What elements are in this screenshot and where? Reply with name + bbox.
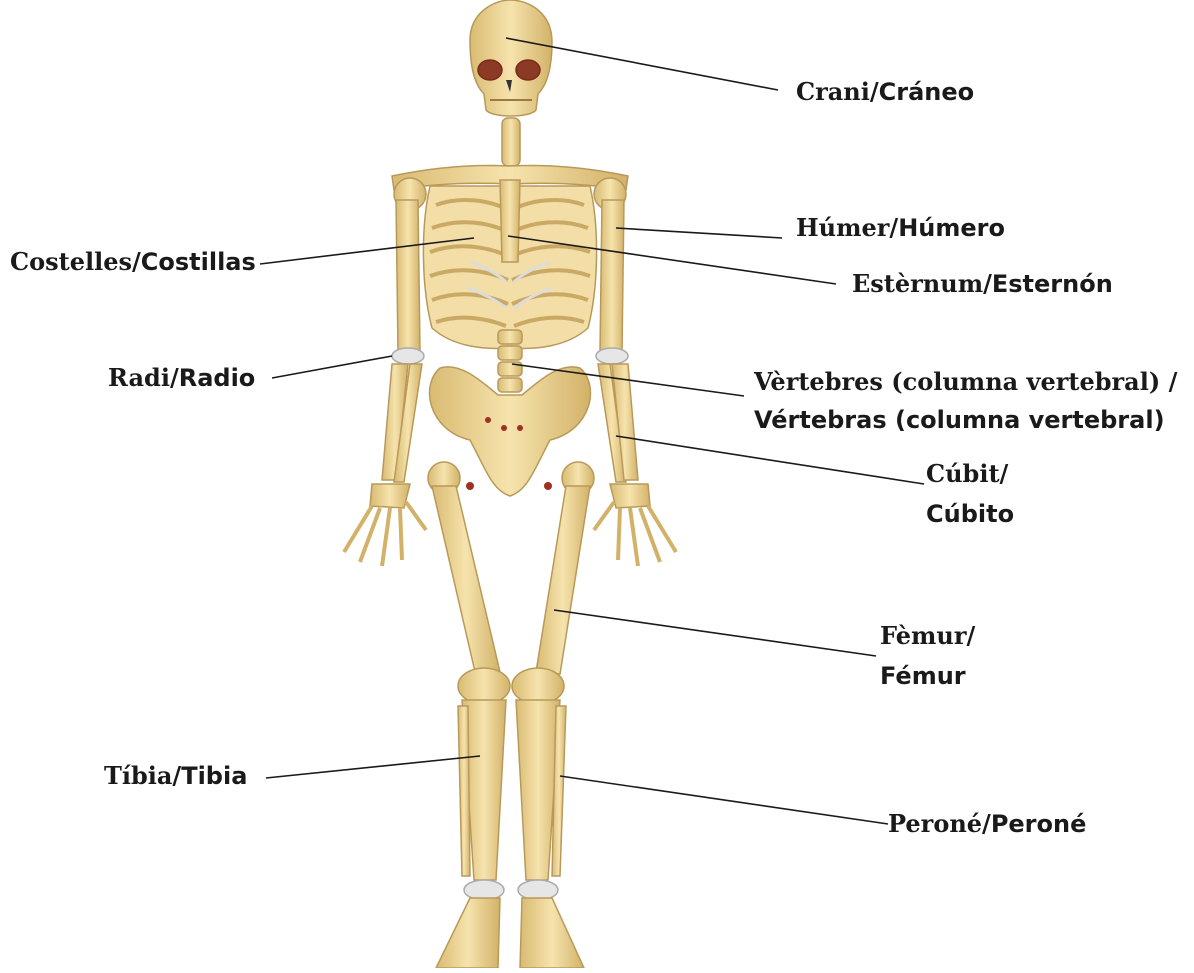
label-humerus-ca: Húmer/: [796, 213, 898, 242]
skull: [470, 0, 552, 116]
right-leg: [512, 462, 594, 968]
leader-tibia: [266, 756, 480, 778]
leader-humerus: [616, 228, 782, 238]
label-sternum-es: Esternón: [992, 270, 1113, 298]
label-humerus: Húmer/Húmero: [796, 216, 1005, 240]
left-arm: [344, 178, 426, 566]
lumbar-spine: [498, 330, 522, 392]
label-skull-es: Cráneo: [879, 78, 975, 106]
right-humerus: [600, 200, 624, 352]
left-fibula: [458, 706, 470, 876]
label-ulna: Cúbit/ Cúbito: [926, 462, 1014, 526]
label-vertebrae-es: Vértebras (columna vertebral): [754, 408, 1177, 432]
leader-ulna: [616, 436, 924, 484]
label-femur-es: Fémur: [880, 664, 975, 688]
label-humerus-es: Húmero: [898, 214, 1005, 242]
skeleton-body: [344, 0, 676, 968]
label-sternum: Estèrnum/Esternón: [852, 272, 1113, 296]
label-ribs-es: Costillas: [141, 248, 256, 276]
label-skull: Crani/Cráneo: [796, 80, 974, 104]
label-tibia-ca: Tíbia/: [104, 761, 181, 790]
right-arm: [594, 178, 676, 566]
label-tibia: Tíbia/Tibia: [104, 764, 247, 788]
right-femur: [536, 486, 590, 674]
label-fibula-ca: Peroné/: [888, 809, 991, 838]
label-femur: Fèmur/ Fémur: [880, 624, 975, 688]
sternum: [500, 180, 520, 262]
left-femur: [432, 486, 500, 676]
label-fibula-es: Peroné: [991, 810, 1087, 838]
label-skull-ca: Crani/: [796, 77, 879, 106]
left-humerus: [396, 200, 420, 352]
label-vertebrae-ca: Vèrtebres (columna vertebral) /: [754, 370, 1177, 394]
label-ribs: Costelles/Costillas: [10, 250, 256, 274]
cervical-spine: [502, 118, 520, 166]
label-ulna-es: Cúbito: [926, 502, 1014, 526]
label-ribs-ca: Costelles/: [10, 247, 141, 276]
label-femur-ca: Fèmur/: [880, 624, 975, 648]
leader-femur: [554, 610, 876, 656]
label-fibula: Peroné/Peroné: [888, 812, 1086, 836]
left-leg: [428, 462, 510, 968]
label-sternum-ca: Estèrnum/: [852, 269, 992, 298]
leader-radius: [272, 356, 392, 378]
ribcage: [423, 180, 596, 348]
label-vertebrae: Vèrtebres (columna vertebral) / Vértebra…: [754, 370, 1177, 432]
label-ulna-ca: Cúbit/: [926, 462, 1014, 486]
label-radius: Radi/Radio: [108, 366, 255, 390]
label-radius-ca: Radi/: [108, 363, 179, 392]
leader-fibula: [560, 776, 888, 824]
label-radius-es: Radio: [179, 364, 256, 392]
label-tibia-es: Tibia: [181, 762, 247, 790]
